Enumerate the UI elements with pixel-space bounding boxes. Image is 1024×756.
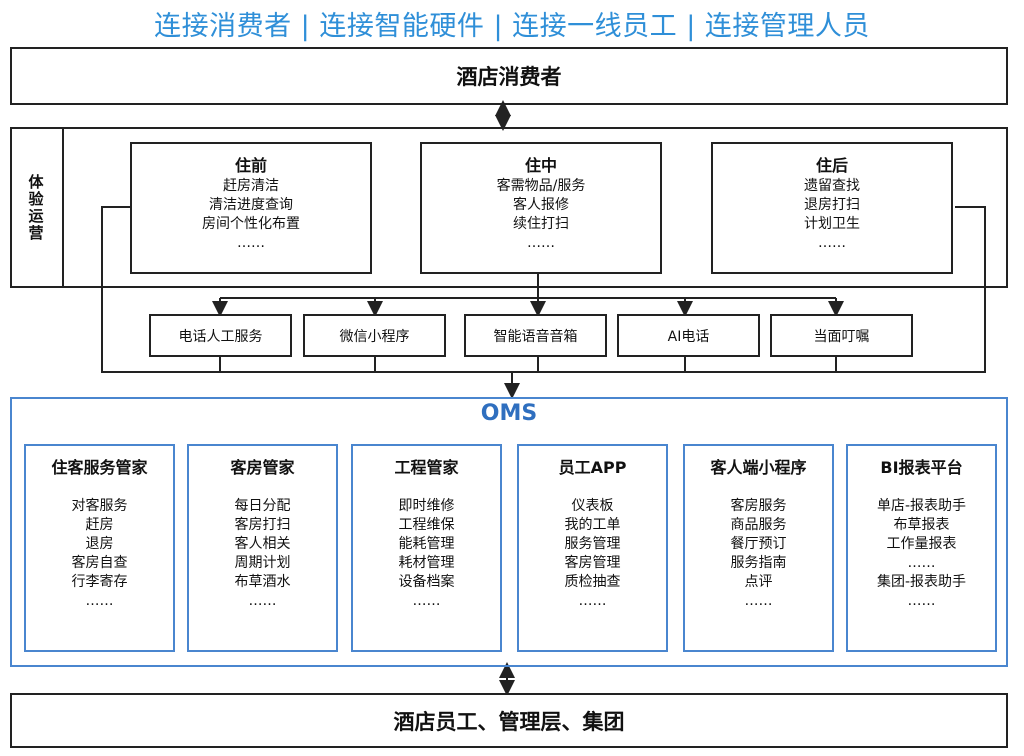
module-item: 仪表板 [571, 498, 614, 514]
module-item: 客房管理 [564, 555, 621, 571]
module-item: 能耗管理 [398, 536, 455, 552]
module-item: 赶房 [85, 517, 114, 533]
stage-item: 赶房清洁 [223, 178, 279, 194]
stage-item: 客需物品/服务 [496, 178, 586, 194]
stage-title: 住中 [524, 156, 557, 175]
stage-item: 退房打扫 [804, 197, 860, 213]
stage-title: 住后 [815, 156, 848, 175]
module-item: 客房服务 [730, 498, 787, 514]
channel-phone-service: 电话人工服务 [149, 314, 292, 357]
module-bi-reports: BI报表平台 单店-报表助手 布草报表 工作量报表 …… 集团-报表助手 …… [846, 444, 997, 652]
module-item: 工程维保 [398, 517, 455, 533]
module-item: 商品服务 [730, 517, 787, 533]
channel-wechat-miniprogram: 微信小程序 [303, 314, 446, 357]
module-item: 工作量报表 [886, 536, 957, 552]
staff-bar: 酒店员工、管理层、集团 [10, 693, 1008, 748]
module-item: …… [578, 593, 607, 609]
module-item: 餐厅预订 [730, 536, 787, 552]
module-item: …… [85, 593, 114, 609]
module-item: 退房 [85, 536, 114, 552]
stage-after-stay: 住后 遗留查找 退房打扫 计划卫生 …… [711, 142, 953, 274]
module-item: 周期计划 [234, 555, 291, 571]
module-item: 我的工单 [564, 517, 621, 533]
module-item: 布草报表 [893, 517, 950, 533]
consumer-bar: 酒店消费者 [10, 47, 1008, 105]
module-item: 质检抽查 [564, 574, 621, 590]
module-item: 单店-报表助手 [876, 498, 967, 514]
stage-item: 清洁进度查询 [209, 197, 293, 213]
stage-item: 房间个性化布置 [202, 216, 300, 232]
module-guest-service: 住客服务管家 对客服务 赶房 退房 客房自查 行李寄存 …… [24, 444, 175, 652]
stage-item: …… [527, 235, 555, 251]
module-item: 耗材管理 [398, 555, 455, 571]
module-item: 布草酒水 [234, 574, 291, 590]
module-item: …… [412, 593, 441, 609]
experience-label: 体验运营 [10, 127, 64, 288]
module-item: 客人相关 [234, 536, 291, 552]
module-item: …… [907, 593, 936, 609]
module-item: 服务指南 [730, 555, 787, 571]
experience-frame [10, 127, 1008, 288]
oms-frame [10, 397, 1008, 667]
module-title: 住客服务管家 [51, 458, 148, 477]
module-item: 集团-报表助手 [876, 574, 967, 590]
stage-title: 住前 [234, 156, 267, 175]
stage-item: 续住打扫 [513, 216, 569, 232]
module-engineering: 工程管家 即时维修 工程维保 能耗管理 耗材管理 设备档案 …… [351, 444, 502, 652]
module-item: …… [248, 593, 277, 609]
module-item: …… [907, 555, 936, 571]
module-item: 对客服务 [71, 498, 128, 514]
stage-item: 客人报修 [513, 197, 569, 213]
module-item: 服务管理 [564, 536, 621, 552]
module-item: 客房自查 [71, 555, 128, 571]
stage-during-stay: 住中 客需物品/服务 客人报修 续住打扫 …… [420, 142, 662, 274]
headline: 连接消费者 | 连接智能硬件 | 连接一线员工 | 连接管理人员 [154, 11, 870, 42]
module-item: 客房打扫 [234, 517, 291, 533]
module-item: 点评 [744, 574, 773, 590]
module-item: 每日分配 [234, 498, 291, 514]
channel-in-person: 当面叮嘱 [770, 314, 913, 357]
module-staff-app: 员工APP 仪表板 我的工单 服务管理 客房管理 质检抽查 …… [517, 444, 668, 652]
module-item: 设备档案 [398, 574, 455, 590]
stage-item: 遗留查找 [804, 178, 860, 194]
channel-ai-phone: AI电话 [617, 314, 760, 357]
stage-item: …… [237, 235, 265, 251]
module-item: 行李寄存 [71, 574, 128, 590]
module-item: …… [744, 593, 773, 609]
module-item: 即时维修 [398, 498, 455, 514]
module-guest-miniprogram: 客人端小程序 客房服务 商品服务 餐厅预订 服务指南 点评 …… [683, 444, 834, 652]
module-title: 员工APP [558, 458, 627, 477]
channel-smart-speaker: 智能语音音箱 [464, 314, 607, 357]
module-title: 工程管家 [394, 458, 459, 477]
oms-title: OMS [480, 401, 538, 426]
stage-item: 计划卫生 [804, 216, 860, 232]
module-title: 客人端小程序 [710, 458, 807, 477]
module-title: BI报表平台 [880, 458, 963, 477]
stage-item: …… [818, 235, 846, 251]
module-title: 客房管家 [230, 458, 295, 477]
module-housekeeping: 客房管家 每日分配 客房打扫 客人相关 周期计划 布草酒水 …… [187, 444, 338, 652]
stage-before-stay: 住前 赶房清洁 清洁进度查询 房间个性化布置 …… [130, 142, 372, 274]
